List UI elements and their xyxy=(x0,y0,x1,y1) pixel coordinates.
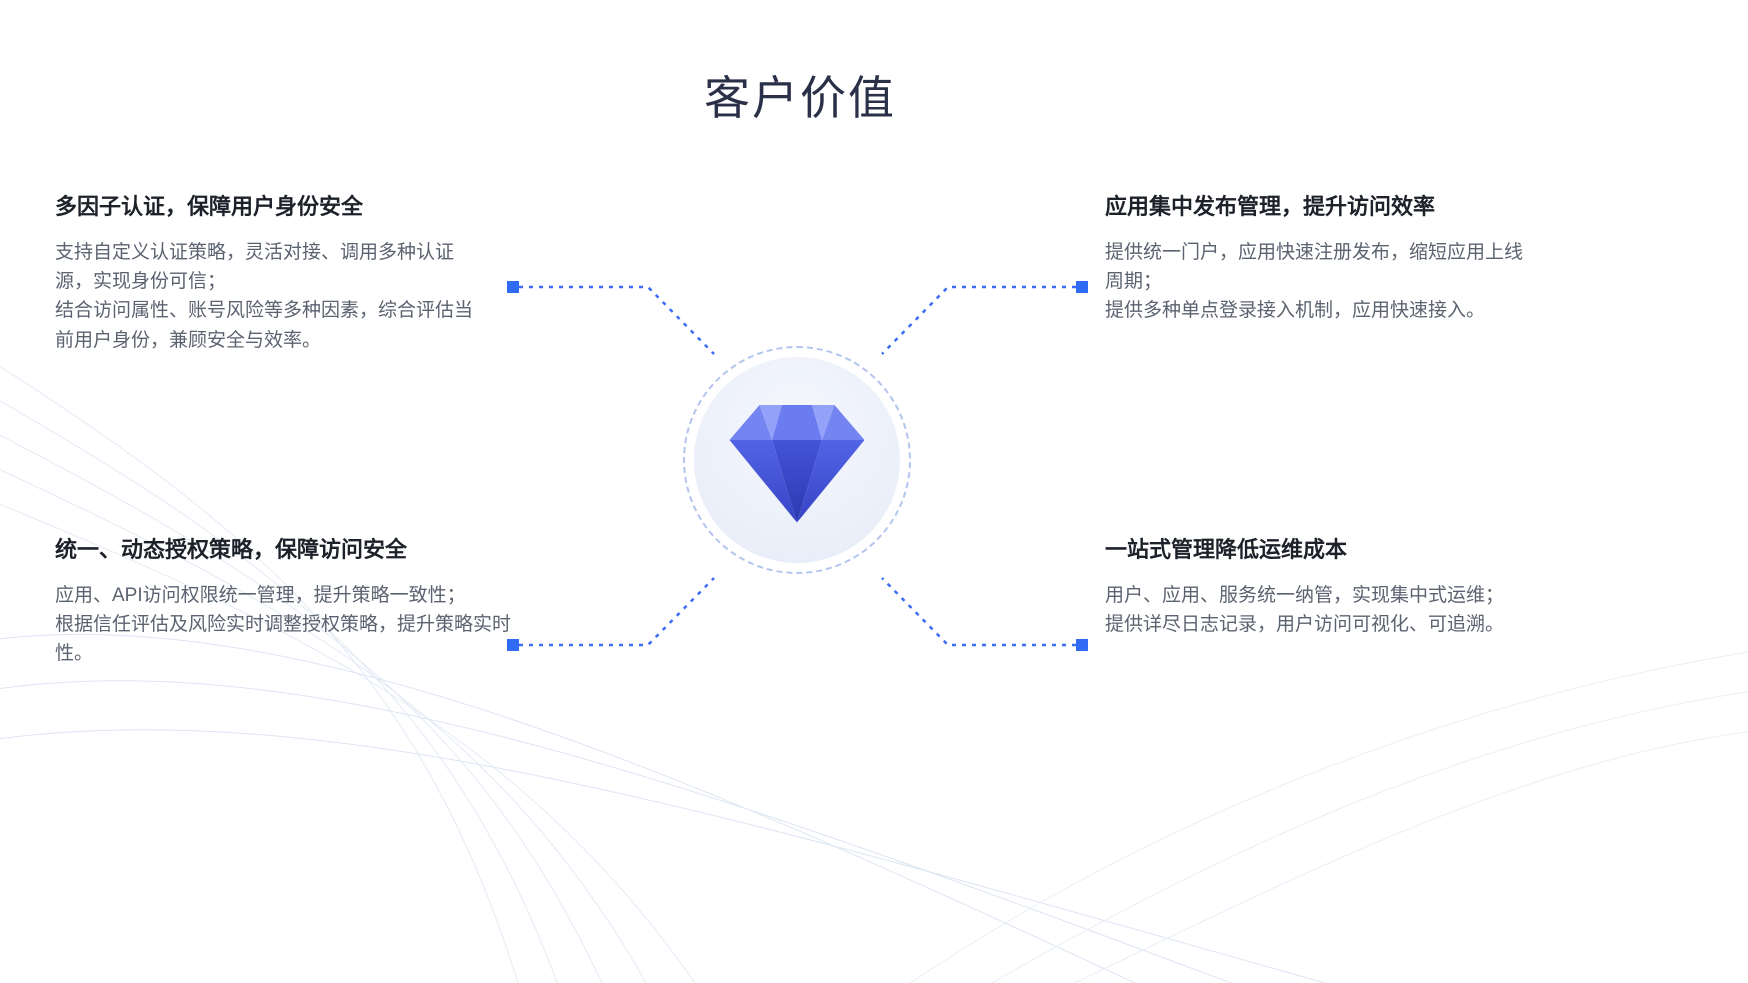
feature-body: 支持自定义认证策略，灵活对接、调用多种认证源，实现身份可信； 结合访问属性、账号… xyxy=(55,241,474,351)
feature-body: 应用、API访问权限统一管理，提升策略一致性； 根据信任评估及风险实时调整授权策… xyxy=(55,584,512,665)
feature-heading: 应用集中发布管理，提升访问效率 xyxy=(1105,194,1436,219)
feature-one-stop-management: 一站式管理降低运维成本 用户、应用、服务统一纳管，实现集中式运维； 提供详尽日志… xyxy=(1105,536,1539,639)
connector-top-right xyxy=(881,285,1076,355)
feature-body: 用户、应用、服务统一纳管，实现集中式运维； 提供详尽日志记录，用户访问可视化、可… xyxy=(1105,584,1505,636)
center-badge xyxy=(683,346,911,574)
feature-heading: 统一、动态授权策略，保障访问安全 xyxy=(55,537,408,562)
feature-heading: 一站式管理降低运维成本 xyxy=(1105,537,1348,562)
connector-node-top-right xyxy=(1076,281,1088,293)
feature-multi-factor-auth: 多因子认证，保障用户身份安全 支持自定义认证策略，灵活对接、调用多种认证源，实现… xyxy=(55,193,487,355)
connector-bottom-left xyxy=(519,577,715,647)
badge-circle xyxy=(694,357,900,563)
connector-bottom-right xyxy=(881,577,1076,647)
feature-dynamic-authorization: 统一、动态授权策略，保障访问安全 应用、API访问权限统一管理，提升策略一致性；… xyxy=(55,536,539,669)
feature-body: 提供统一门户，应用快速注册发布，缩短应用上线周期； 提供多种单点登录接入机制，应… xyxy=(1105,241,1524,322)
diamond-gem-icon xyxy=(729,405,865,523)
feature-app-publishing: 应用集中发布管理，提升访问效率 提供统一门户，应用快速注册发布，缩短应用上线周期… xyxy=(1105,193,1529,326)
feature-heading: 多因子认证，保障用户身份安全 xyxy=(55,194,364,219)
connector-node-bottom-right xyxy=(1076,639,1088,651)
connector-node-top-left xyxy=(507,281,519,293)
connector-top-left xyxy=(519,285,715,355)
page-title: 客户价值 xyxy=(704,72,896,124)
